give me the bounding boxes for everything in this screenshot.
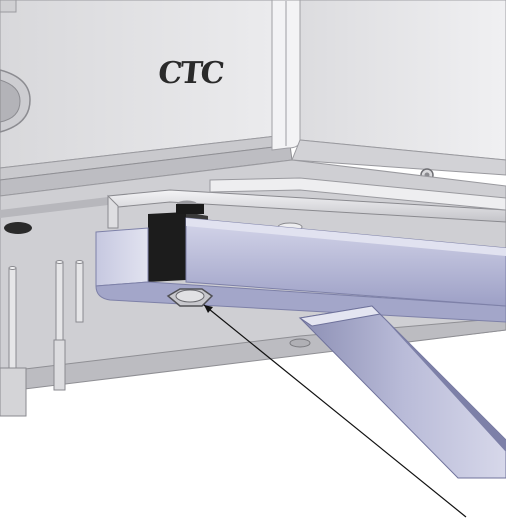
right-cabinet-panel (291, 0, 506, 182)
callout-leader (203, 304, 467, 518)
round-port (0, 69, 31, 133)
frame-beam (95, 217, 506, 323)
pins (0, 260, 84, 417)
support-leg (298, 305, 506, 479)
logo-text: CTC (156, 56, 225, 91)
bolt-head (166, 288, 214, 307)
ctc-logo: CTC (156, 56, 225, 91)
